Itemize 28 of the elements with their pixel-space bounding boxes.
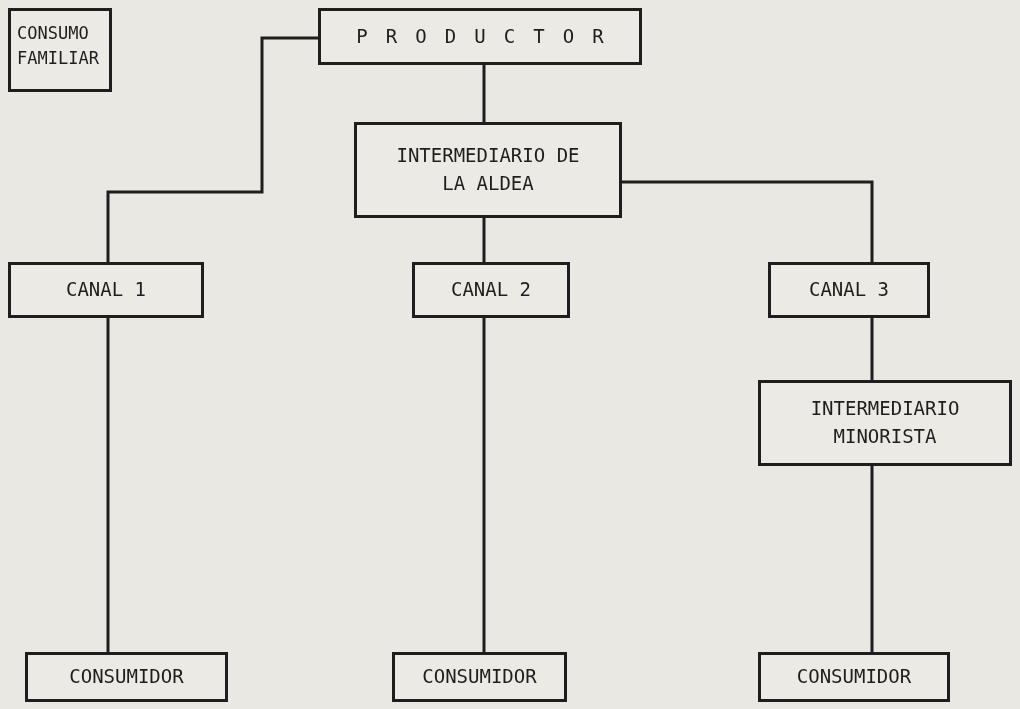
process-box [768, 262, 930, 318]
connector-line [870, 466, 874, 652]
node-label: INTERMEDIARIO DE LA ALDEA [395, 143, 581, 196]
node-label: CANAL 2 [450, 277, 532, 303]
node-label: PRODUCTOR [356, 23, 622, 49]
connector-line [106, 318, 110, 652]
node-label: CANAL 3 [808, 277, 890, 303]
process-box [354, 122, 622, 218]
node-label: CONSUMIDOR [422, 664, 537, 690]
connector-line [870, 318, 874, 380]
process-box [758, 380, 1012, 466]
node-label: CANAL 1 [65, 277, 147, 303]
connector-line [622, 180, 874, 262]
connector-line [482, 218, 486, 262]
connector-line [106, 36, 318, 262]
node-label: CONSUMIDOR [69, 664, 184, 690]
process-box [318, 8, 642, 65]
node-label: INTERMEDIARIO MINORISTA [809, 396, 961, 449]
process-box [8, 8, 112, 92]
process-box [25, 652, 228, 702]
process-box [392, 652, 567, 702]
node-label: CONSUMIDOR [796, 664, 912, 690]
process-box [412, 262, 570, 318]
process-box [758, 652, 950, 702]
process-box [8, 262, 204, 318]
node-label: CONSUMO FAMILIAR [17, 22, 100, 70]
connector-line [482, 318, 486, 652]
connector-line [482, 65, 486, 122]
